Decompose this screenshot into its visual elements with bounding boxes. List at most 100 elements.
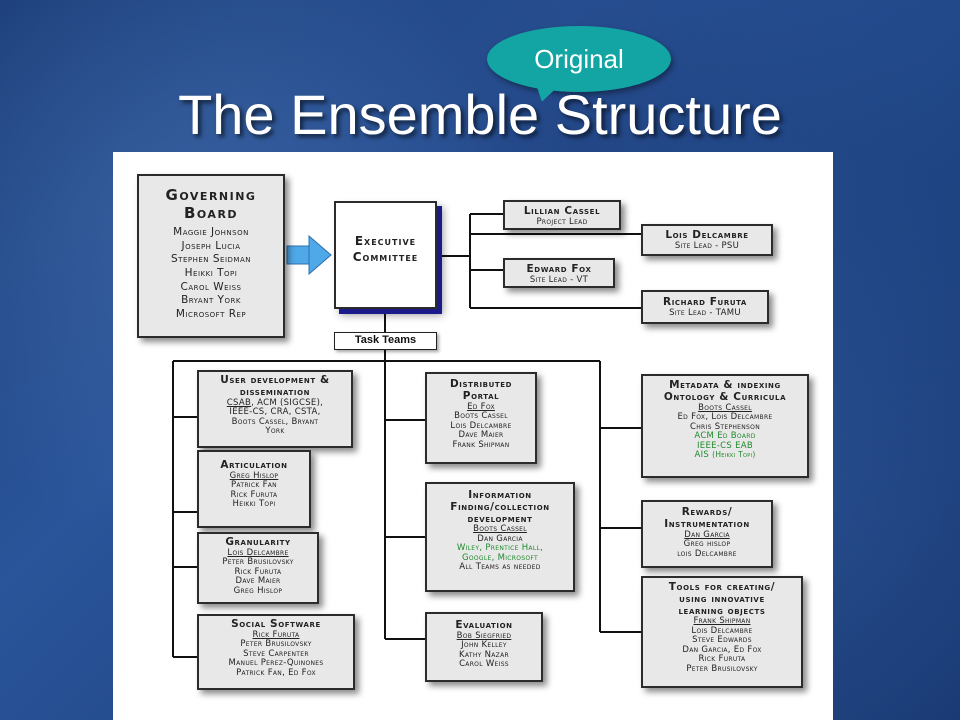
team-member: Ed Fox, Lois Delcambre — [677, 412, 773, 423]
team-member: Dan Garcia — [477, 533, 523, 544]
team-box-articulation: Articulation Greg Hislop Patrick Fan Ric… — [197, 450, 311, 528]
team-box-user-development: User development & dissemination CSAB, A… — [197, 370, 353, 448]
team-partner: Wiley, Prentice Hall, — [456, 543, 544, 554]
team-member: York — [265, 426, 285, 437]
team-member: , ACM (SIGCSE), — [251, 397, 324, 408]
lead-role: Site Lead - TAMU — [669, 307, 741, 318]
board-member: Joseph Lucia — [181, 239, 241, 252]
team-lead: Bob Siegfried — [456, 630, 512, 641]
team-partner: IEEE-CS EAB — [696, 440, 754, 451]
team-title: Finding/collection — [450, 500, 550, 513]
task-teams-label: Task Teams — [334, 332, 437, 350]
team-title: Distributed — [449, 378, 513, 390]
team-box-metadata-indexing: Metadata & indexing Ontology & Curricula… — [641, 374, 809, 478]
team-lead: CSAB — [226, 397, 252, 408]
team-title: development — [467, 512, 533, 525]
team-title: using innovative — [679, 592, 765, 605]
executive-title: Executive — [354, 234, 417, 248]
team-member: Patrick Fan, Ed Fox — [236, 667, 316, 678]
team-member: Steve Carpenter — [243, 648, 309, 659]
team-member: Lois Delcambre — [691, 625, 753, 636]
team-member: Greg hislop — [683, 539, 731, 550]
board-member: Microsoft Rep — [175, 307, 247, 320]
slide-title: The Ensemble Structure — [178, 83, 782, 146]
lead-role: Project Lead — [536, 216, 588, 227]
lead-role: Site Lead - VT — [529, 274, 589, 285]
team-title: Tools for creating/ — [668, 581, 776, 593]
board-member: Carol Weiss — [180, 280, 242, 293]
team-member: Rick Furuta — [230, 489, 278, 500]
team-box-tools: Tools for creating/ using innovative lea… — [641, 576, 803, 688]
team-partner: ACM Ed Board — [694, 431, 756, 442]
board-member: Maggie Johnson — [173, 226, 249, 238]
team-lead: Rick Furuta — [252, 629, 300, 640]
team-partner: (Heikki Topi) — [712, 450, 756, 460]
governing-board-title: Board — [183, 204, 239, 222]
governing-board-title: Governing — [165, 186, 257, 204]
team-title: User development & — [220, 374, 330, 386]
team-title: Information — [468, 489, 532, 501]
lead-name: Richard Furuta — [663, 296, 747, 308]
team-title: Metadata & indexing — [669, 379, 781, 391]
team-title: Portal — [462, 389, 500, 402]
team-member: Dan Garcia, Ed Fox — [682, 644, 762, 655]
team-partner: Google, Microsoft — [461, 552, 539, 563]
team-title: Social Software — [231, 618, 321, 630]
lead-box: Lois Delcambre Site Lead - PSU — [641, 224, 773, 256]
lead-name: Lois Delcambre — [665, 229, 749, 241]
team-member: Kathy Nazar — [459, 649, 509, 660]
original-callout: Original — [487, 26, 671, 92]
team-member: Heikki Topi — [232, 499, 276, 510]
lead-box: Richard Furuta Site Lead - TAMU — [641, 290, 769, 324]
team-lead: Ed Fox — [467, 401, 495, 412]
team-member: John Kelley — [461, 640, 507, 651]
arrow-icon — [286, 234, 332, 276]
team-lead: Boots Cassel — [473, 524, 527, 535]
team-title: Rewards/ — [681, 506, 733, 518]
team-member: Chris Stephenson — [690, 421, 760, 432]
team-title: Evaluation — [455, 619, 513, 631]
team-title: learning objects — [678, 604, 766, 617]
team-member: IEEE-CS, CRA, CSTA, — [229, 407, 321, 418]
team-member: Boots Cassel — [454, 411, 508, 422]
team-title: Instrumentation — [664, 517, 750, 530]
team-member: Boots Cassel, Bryant — [231, 416, 319, 427]
team-member: Steve Edwards — [692, 635, 752, 646]
team-member: Dave Maier — [458, 430, 504, 441]
team-partner: AIS — [694, 450, 710, 461]
org-chart: Governing Board Maggie Johnson Joseph Lu… — [113, 152, 833, 720]
team-box-information-finding: Information Finding/collection developme… — [425, 482, 575, 592]
governing-board-box: Governing Board Maggie Johnson Joseph Lu… — [137, 174, 285, 338]
team-member: Rick Furuta — [698, 654, 746, 665]
lead-role: Site Lead - PSU — [674, 240, 740, 251]
team-title: Ontology & Curricula — [663, 390, 787, 403]
team-member: lois Delcambre — [677, 548, 737, 559]
board-member: Stephen Seidman — [171, 253, 251, 266]
team-box-rewards: Rewards/ Instrumentation Dan Garcia Greg… — [641, 500, 773, 568]
team-lead: Dan Garcia — [684, 529, 730, 540]
team-member: Lois Delcambre — [450, 420, 512, 431]
team-member: Peter Brusilovsky — [686, 663, 758, 674]
connector-lines — [172, 213, 641, 658]
team-member: Peter Brusilovsky — [240, 639, 312, 650]
team-member: Rick Furuta — [234, 566, 282, 577]
team-member: All Teams as needed — [459, 562, 541, 573]
team-member: Patrick Fan — [231, 480, 277, 491]
lead-box: Lillian Cassel Project Lead — [503, 200, 621, 230]
team-box-distributed-portal: Distributed Portal Ed Fox Boots Cassel L… — [425, 372, 537, 464]
team-title: Granularity — [225, 536, 291, 548]
executive-title: Committee — [352, 250, 419, 265]
board-member: Bryant York — [181, 294, 241, 307]
team-lead: Frank Shipman — [693, 616, 751, 627]
team-box-evaluation: Evaluation Bob Siegfried John Kelley Kat… — [425, 612, 543, 682]
team-member: Manuel Perez-Quinones — [228, 658, 324, 669]
team-lead: Lois Delcambre — [227, 547, 289, 558]
lead-name: Lillian Cassel — [523, 205, 601, 217]
team-member: Frank Shipman — [452, 439, 510, 450]
team-lead: Greg Hislop — [229, 470, 279, 481]
board-member: Heikki Topi — [184, 266, 238, 279]
team-member: Greg Hislop — [233, 585, 283, 596]
team-title: Articulation — [220, 459, 288, 471]
team-title: dissemination — [239, 385, 311, 398]
executive-committee-box: Executive Committee — [334, 201, 437, 309]
